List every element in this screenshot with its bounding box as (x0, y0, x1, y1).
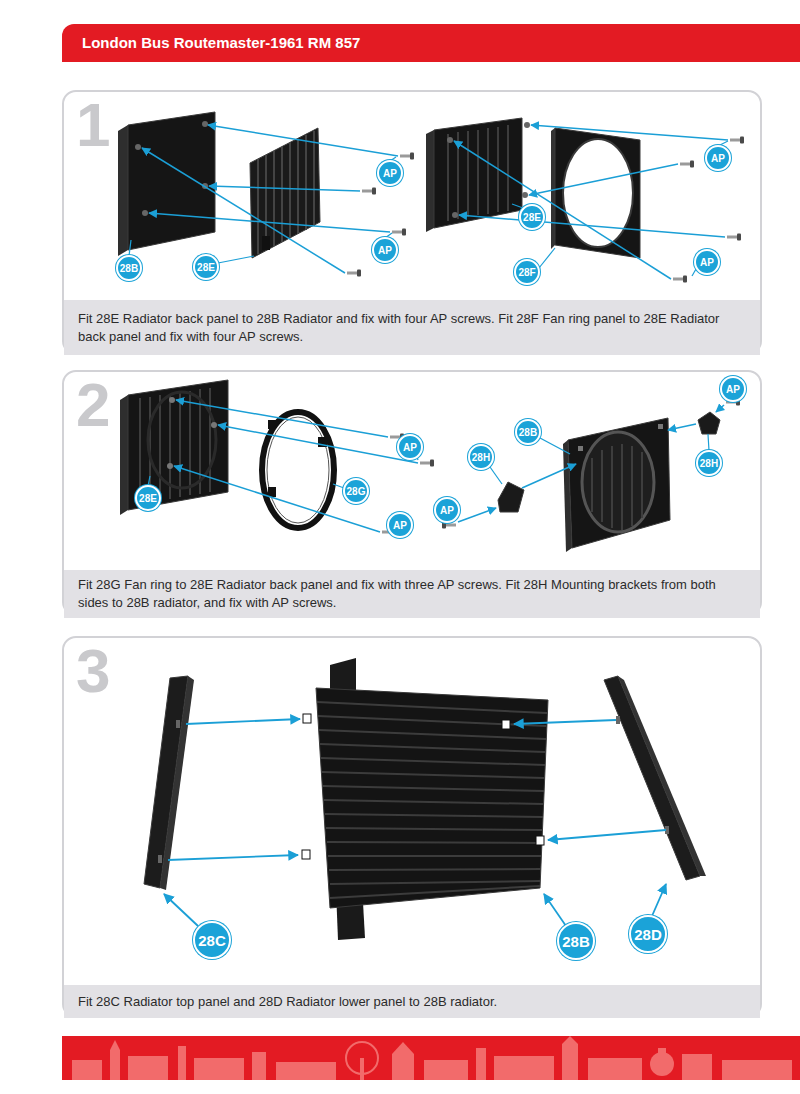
callout-text: AP (711, 153, 725, 164)
mounting-bracket-part (498, 412, 720, 512)
step-panel: 1Fit 28E Radiator back panel to 28B Radi… (62, 90, 762, 355)
callout-number: 28H (468, 444, 494, 470)
callout-number: AP (397, 434, 423, 460)
fan-ring-part (262, 412, 334, 528)
callout-number: AP (377, 160, 403, 186)
assembly-arrows (168, 719, 666, 860)
leader-arrows (164, 884, 666, 926)
assembly-arrows (174, 400, 418, 532)
step-number: 3 (76, 640, 110, 702)
callout-text: 28H (700, 458, 718, 469)
fan-ring-panel-part (551, 128, 640, 258)
callout-number: 28B (557, 922, 595, 960)
callout-text: AP (383, 168, 397, 179)
callout-text: 28E (197, 262, 215, 273)
callout-number: 28F (514, 259, 540, 285)
radiator-assembly (426, 118, 530, 232)
callout-number: 28E (193, 254, 219, 280)
callout-number: 28G (343, 478, 369, 504)
radiator-part (302, 658, 548, 940)
callout-text: AP (403, 442, 417, 453)
callout-text: AP (393, 520, 407, 531)
callout-number: 28E (519, 204, 545, 230)
callout-text: 28H (472, 452, 490, 463)
callout-number: AP (372, 237, 398, 263)
callout-text: AP (440, 505, 454, 516)
header-bar: London Bus Routemaster-1961 RM 857 (62, 24, 800, 62)
lower-panel-part (604, 676, 706, 880)
back-panel-part (250, 128, 320, 258)
callout-number: AP (705, 145, 731, 171)
callout-number: 28C (193, 921, 231, 959)
radiator-assembly (563, 418, 670, 552)
callout-text: 28F (518, 267, 535, 278)
instruction-text: Fit 28E Radiator back panel to 28B Radia… (64, 300, 760, 355)
step-number: 2 (76, 374, 110, 436)
skyline-footer (62, 1036, 800, 1080)
callout-number: AP (434, 497, 460, 523)
callout-number: 28B (116, 255, 142, 281)
callout-number: AP (720, 376, 746, 402)
instruction-text: Fit 28G Fan ring to 28E Radiator back pa… (64, 570, 760, 618)
callout-number: 28H (696, 450, 722, 476)
callout-text: AP (378, 245, 392, 256)
instruction-text: Fit 28C Radiator top panel and 28D Radia… (64, 985, 760, 1018)
callout-text: 28G (347, 486, 366, 497)
callout-text: 28C (198, 932, 226, 949)
assembly-arrows (458, 405, 724, 522)
callout-number: AP (387, 512, 413, 538)
callout-text: 28B (120, 263, 138, 274)
step-number: 1 (76, 94, 110, 156)
callout-number: 28B (515, 419, 541, 445)
assembly-arrows (142, 125, 398, 273)
callout-text: 28B (562, 933, 590, 950)
callout-text: 28E (523, 212, 541, 223)
callout-number: 28D (629, 915, 667, 953)
step-panel: 3Fit 28C Radiator top panel and 28D Radi… (62, 636, 762, 1018)
callout-text: 28B (519, 427, 537, 438)
radiator-assembly (120, 380, 228, 515)
callout-text: 28D (634, 926, 662, 943)
callout-number: 28E (135, 485, 161, 511)
callout-text: AP (726, 384, 740, 395)
top-panel-part (144, 676, 194, 890)
callout-number: AP (694, 249, 720, 275)
assembly-arrows (454, 125, 728, 279)
callout-text: AP (700, 257, 714, 268)
step-panel: 2Fit 28G Fan ring to 28E Radiator back p… (62, 370, 762, 616)
callout-text: 28E (139, 493, 157, 504)
page-title: London Bus Routemaster-1961 RM 857 (82, 34, 360, 51)
